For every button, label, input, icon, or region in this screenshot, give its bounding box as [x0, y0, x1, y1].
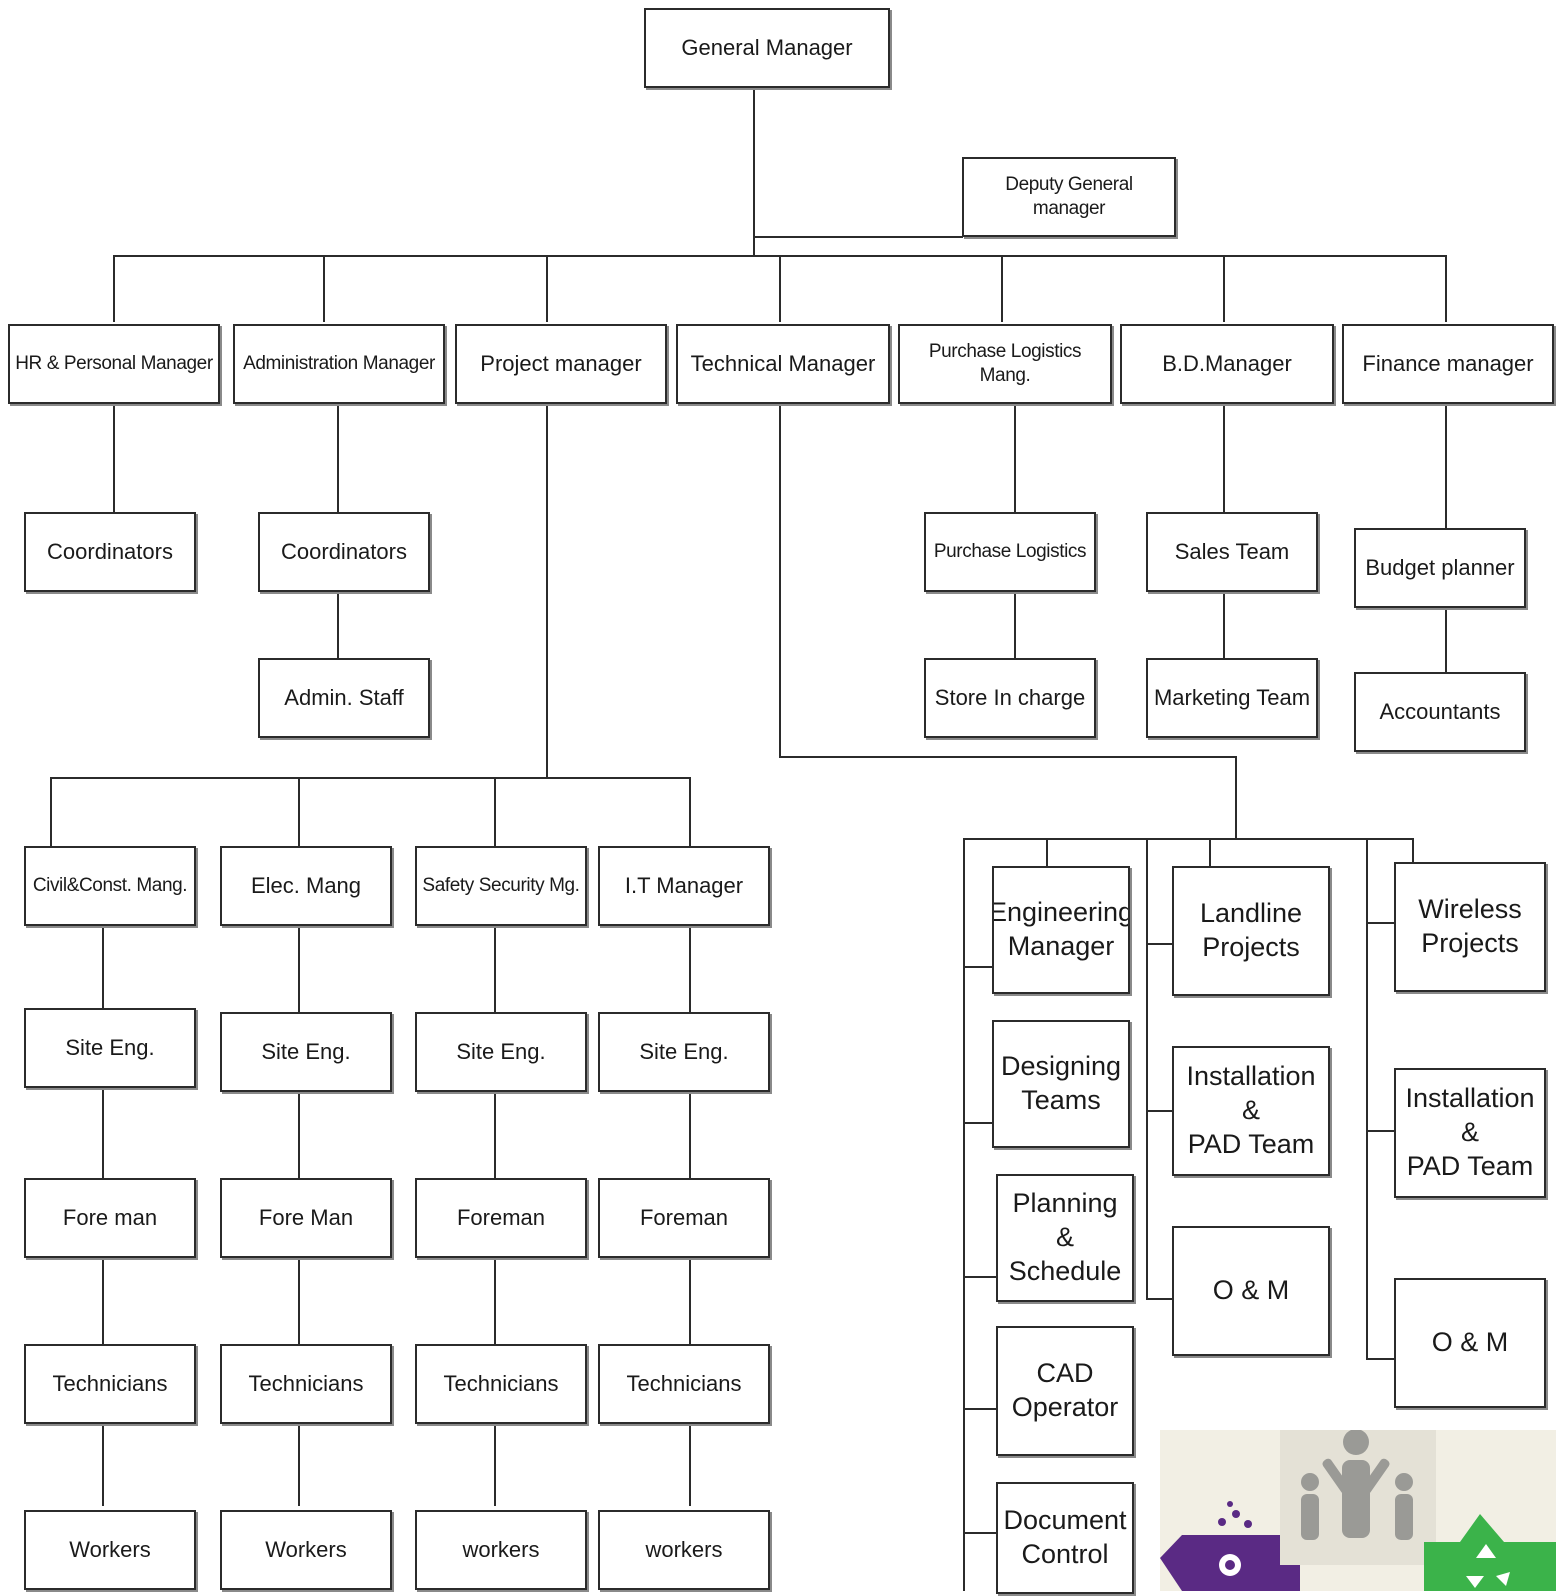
connector-line	[753, 236, 963, 238]
connector-line	[1366, 1130, 1394, 1132]
connector-line	[1014, 402, 1016, 512]
decoration-panel	[1160, 1429, 1556, 1591]
engineering-manager-box: Engineering Manager	[992, 866, 1130, 994]
landline-om-box: O & M	[1172, 1226, 1330, 1356]
connector-line	[1146, 943, 1172, 945]
it-foreman-box: Foreman	[598, 1178, 770, 1258]
dept-project-manager: Project manager	[455, 324, 667, 404]
purchase-logistics-box: Purchase Logistics	[924, 512, 1096, 592]
it-workers-box: workers	[598, 1510, 770, 1590]
admin-coordinators-box: Coordinators	[258, 512, 430, 592]
connector-line	[1366, 838, 1368, 1360]
marketing-team-box: Marketing Team	[1146, 658, 1318, 738]
safety-workers-box: workers	[415, 1510, 587, 1590]
connector-line	[963, 1532, 997, 1534]
it-technicians-box: Technicians	[598, 1344, 770, 1424]
connector-line	[1445, 608, 1447, 672]
connector-line	[337, 590, 339, 658]
connector-line	[1001, 255, 1003, 322]
cad-operator-box: CAD Operator	[996, 1326, 1134, 1456]
connector-line	[779, 255, 781, 322]
connector-line	[50, 777, 691, 779]
elec-workers-box: Workers	[220, 1510, 392, 1590]
civil-technicians-box: Technicians	[24, 1344, 196, 1424]
connector-line	[1445, 402, 1447, 528]
budget-planner-box: Budget planner	[1354, 528, 1526, 608]
connector-line	[298, 777, 300, 846]
connector-line	[753, 90, 755, 255]
connector-line	[1412, 838, 1414, 862]
wireless-om-box: O & M	[1394, 1278, 1546, 1408]
safety-security-manager-box: Safety Security Mg.	[415, 846, 587, 926]
dept-technical-manager: Technical Manager	[676, 324, 890, 404]
accountants-box: Accountants	[1354, 672, 1526, 752]
safety-foreman-box: Foreman	[415, 1178, 587, 1258]
connector-line	[1146, 1110, 1172, 1112]
dept-finance-manager: Finance manager	[1342, 324, 1554, 404]
connector-line	[1223, 255, 1225, 322]
document-control-box: Document Control	[996, 1482, 1134, 1594]
connector-line	[963, 966, 993, 968]
civil-workers-box: Workers	[24, 1510, 196, 1590]
connector-line	[779, 756, 1237, 758]
connector-line	[546, 255, 548, 322]
dept-purchase-logistics-manager: Purchase Logistics Mang.	[898, 324, 1112, 404]
connector-line	[1046, 838, 1048, 866]
sales-team-box: Sales Team	[1146, 512, 1318, 592]
it-site-eng-box: Site Eng.	[598, 1012, 770, 1092]
green-recycle-icon	[1424, 1514, 1556, 1591]
landline-installation-pad-box: Installation & PAD Team	[1172, 1046, 1330, 1176]
connector-line	[1146, 1298, 1172, 1300]
connector-line	[1366, 922, 1394, 924]
safety-technicians-box: Technicians	[415, 1344, 587, 1424]
store-incharge-box: Store In charge	[924, 658, 1096, 738]
connector-line	[1209, 838, 1211, 866]
designing-teams-box: Designing Teams	[992, 1020, 1130, 1148]
connector-line	[963, 1122, 993, 1124]
connector-line	[963, 1408, 997, 1410]
dept-administration-manager: Administration Manager	[233, 324, 445, 404]
deputy-general-manager-box: Deputy General manager	[962, 157, 1176, 237]
connector-line	[1223, 402, 1225, 512]
wireless-installation-pad-box: Installation & PAD Team	[1394, 1068, 1546, 1198]
admin-staff-box: Admin. Staff	[258, 658, 430, 738]
elec-foreman-box: Fore Man	[220, 1178, 392, 1258]
safety-site-eng-box: Site Eng.	[415, 1012, 587, 1092]
civil-foreman-box: Fore man	[24, 1178, 196, 1258]
connector-line	[323, 255, 325, 322]
connector-line	[113, 402, 115, 512]
elec-manager-box: Elec. Mang	[220, 846, 392, 926]
civil-const-manager-box: Civil&Const. Mang.	[24, 846, 196, 926]
civil-site-eng-box: Site Eng.	[24, 1008, 196, 1088]
connector-line	[50, 777, 52, 846]
it-manager-box: I.T Manager	[598, 846, 770, 926]
connector-line	[689, 777, 691, 846]
connector-line	[1223, 590, 1225, 658]
connector-line	[1014, 590, 1016, 658]
landline-projects-box: Landline Projects	[1172, 866, 1330, 996]
connector-line	[779, 402, 781, 758]
connector-line	[1235, 756, 1237, 840]
connector-line	[337, 402, 339, 512]
purple-house-icon	[1160, 1501, 1300, 1591]
connector-line	[963, 838, 965, 1591]
general-manager-box: General Manager	[644, 8, 890, 88]
connector-line	[1445, 255, 1447, 322]
family-people-icon	[1280, 1429, 1436, 1565]
hr-coordinators-box: Coordinators	[24, 512, 196, 592]
connector-line	[963, 1276, 997, 1278]
wireless-projects-box: Wireless Projects	[1394, 862, 1546, 992]
connector-line	[1366, 1358, 1394, 1360]
elec-technicians-box: Technicians	[220, 1344, 392, 1424]
connector-line	[113, 255, 115, 322]
connector-line	[1146, 838, 1148, 1300]
connector-line	[494, 777, 496, 846]
dept-hr-personal-manager: HR & Personal Manager	[8, 324, 220, 404]
elec-site-eng-box: Site Eng.	[220, 1012, 392, 1092]
connector-line	[546, 402, 548, 778]
planning-schedule-box: Planning & Schedule	[996, 1174, 1134, 1302]
dept-bd-manager: B.D.Manager	[1120, 324, 1334, 404]
connector-line	[963, 838, 1414, 840]
